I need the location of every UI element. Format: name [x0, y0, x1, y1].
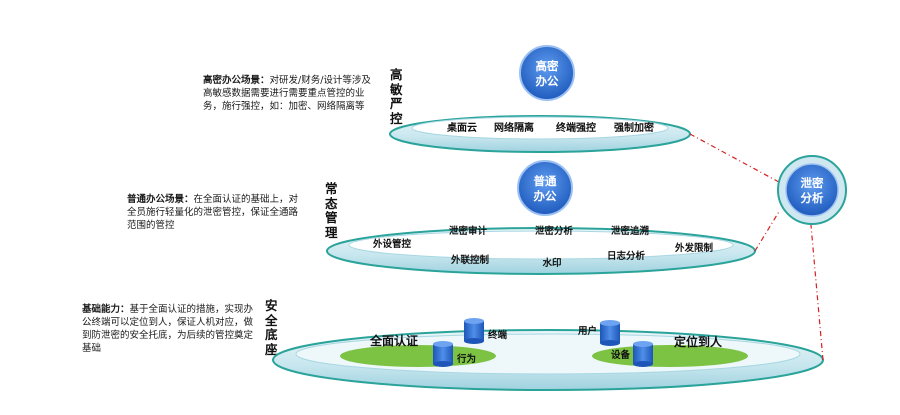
cyl-label-user: 用户 [577, 325, 597, 337]
terminal-cylinder-icon [464, 318, 484, 344]
cyl-label-terminal: 终端 [487, 329, 508, 341]
cyl-label-behavior: 行为 [456, 353, 476, 365]
normal-item-outbound-limit: 外发限制 [674, 242, 714, 254]
base-desc-title: 基础能力： [82, 304, 130, 315]
normal-side-label: 常态管理 [325, 181, 338, 240]
normal-desc: 普通办公场景：在全面认证的基础上，对全员施行轻量化的泄密管控，保证全通路范围的管… [127, 193, 303, 232]
leak-analysis-circle: 泄密 分析 [777, 155, 847, 225]
base-right-title: 定位到人 [674, 334, 723, 349]
high-side-label: 高敏严控 [390, 67, 403, 126]
normal-circle-line-2: 办公 [534, 189, 557, 203]
normal-office-circle: 普通 办公 [517, 160, 573, 216]
cyl-label-device: 设备 [611, 349, 631, 361]
normal-circle-line-1: 普通 [534, 174, 557, 188]
normal-item-leak-analysis: 泄密分析 [535, 225, 574, 237]
base-desc: 基础能力：基于全面认证的措施，实现办公终端可以定位到人，保证人机对应，做到防泄密… [82, 303, 258, 355]
high-circle-line-2: 办公 [536, 74, 559, 88]
normal-item-leak-trace: 泄密追溯 [611, 225, 649, 237]
normal-item-external-control: 外联控制 [450, 254, 490, 266]
base-green-pad-right [592, 345, 748, 367]
normal-tier-platform [326, 227, 756, 275]
high-circle-line-1: 高密 [536, 59, 559, 73]
analysis-circle-line-2: 分析 [801, 191, 824, 205]
high-desc: 高密办公场景：对研发/财务/设计等涉及高敏感数据需要进行需要重点管控的业务，施行… [203, 74, 373, 113]
high-desc-title: 高密办公场景： [203, 75, 270, 86]
high-tier-platform [389, 115, 691, 153]
normal-item-leak-audit: 泄密审计 [449, 225, 488, 237]
high-office-circle: 高密 办公 [519, 45, 575, 101]
normal-item-peripheral-control: 外设管控 [372, 238, 412, 250]
high-desc-body: 对研发/财务/设计等涉及高敏感数据需要进行需要重点管控的业务，施行强控，如：加密… [203, 75, 371, 112]
base-desc-body: 基于全面认证的措施，实现办公终端可以定位到人，保证人机对应，做到防泄密的安全托底… [82, 304, 254, 354]
normal-item-watermark: 水印 [542, 257, 561, 269]
analysis-circle-line-1: 泄密 [801, 176, 824, 190]
device-cylinder-icon [633, 341, 653, 367]
behavior-cylinder-icon [433, 341, 453, 367]
user-cylinder-icon [600, 320, 620, 346]
normal-desc-body: 在全面认证的基础上，对全员施行轻量化的泄密管控，保证全通路范围的管控 [127, 194, 299, 231]
high-item-desktop-cloud: 桌面云 [446, 121, 477, 134]
high-item-terminal-control: 终端强控 [556, 121, 596, 134]
high-item-network-isolation: 网络隔离 [494, 121, 534, 134]
high-item-forced-encryption: 强制加密 [614, 121, 654, 134]
normal-item-log-analysis: 日志分析 [607, 250, 646, 262]
dashed-connectors [689, 133, 824, 361]
base-tier-platform [272, 329, 824, 391]
base-left-title: 全面认证 [369, 333, 418, 348]
base-green-pad-left [340, 345, 496, 367]
normal-desc-title: 普通办公场景： [127, 194, 194, 205]
base-side-label: 安全底座 [265, 298, 278, 357]
